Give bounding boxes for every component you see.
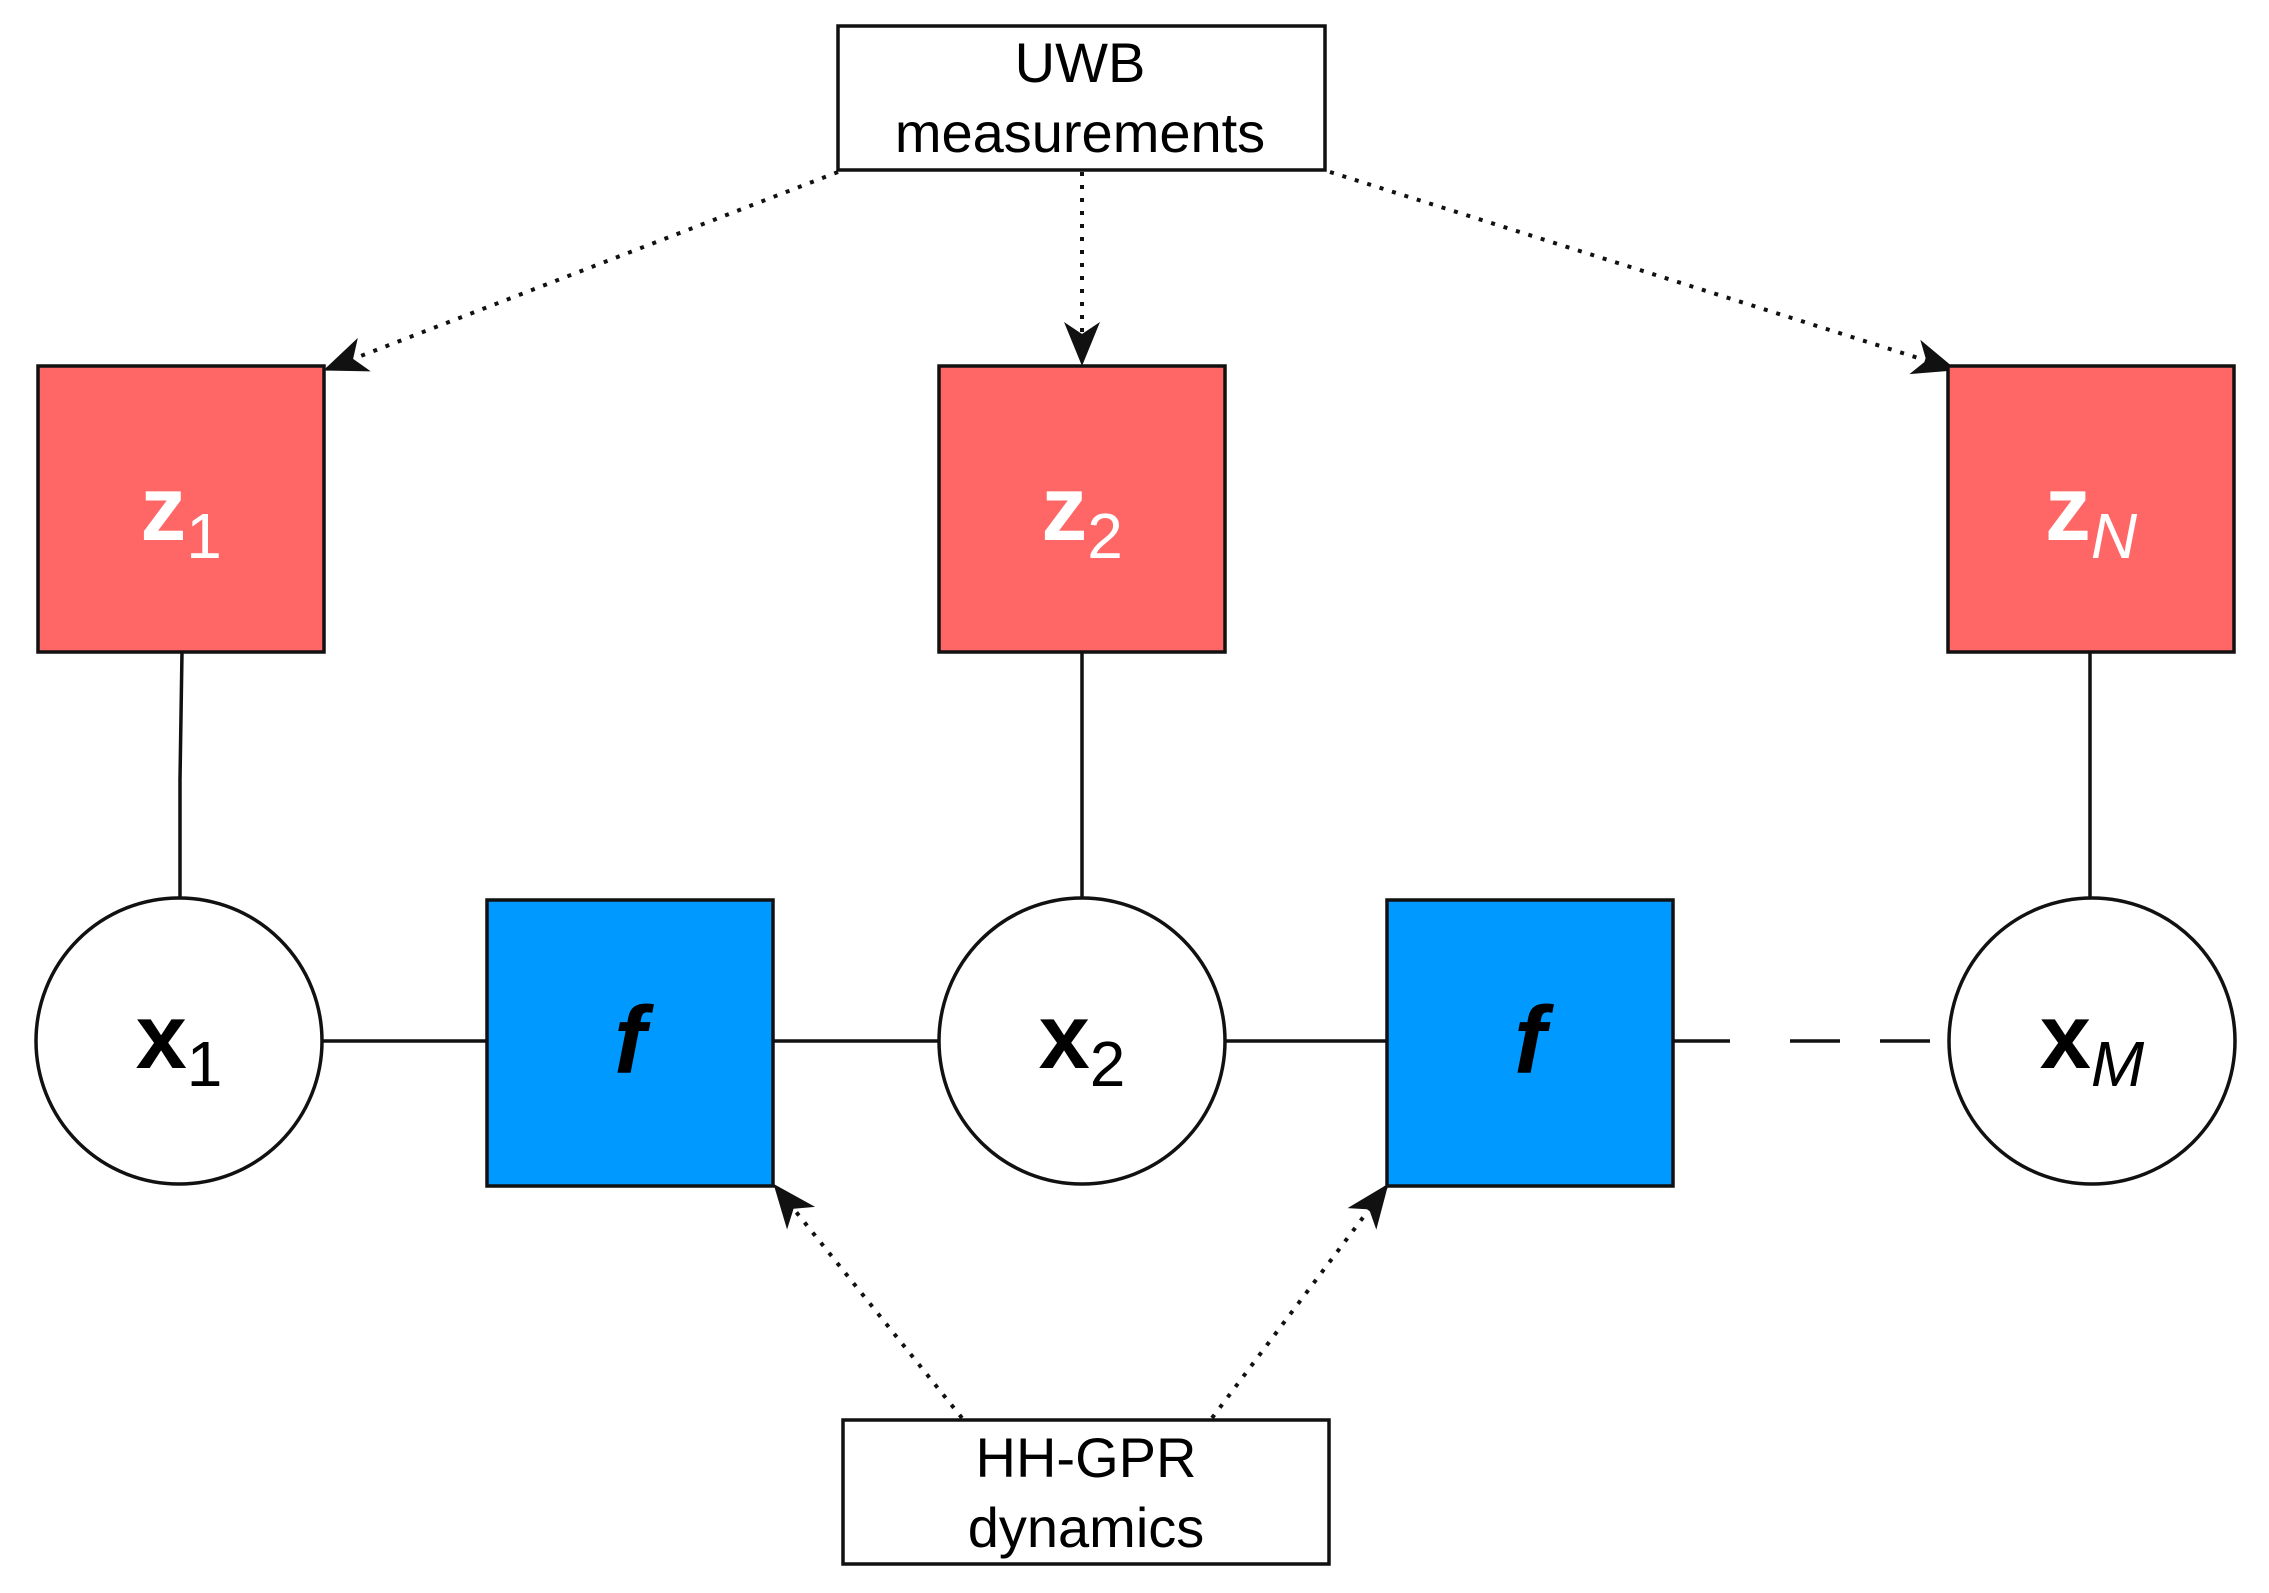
hhgpr-label-line1: HH-GPR <box>976 1426 1197 1489</box>
svg-text:z2: z2 <box>1041 458 1123 572</box>
measurement-node-zN: zN <box>1946 364 2236 654</box>
arrow-uwb-to-z1 <box>323 170 839 372</box>
xM-subscript: M <box>2091 1028 2145 1100</box>
measurement-node-zN-box <box>1946 364 2236 654</box>
uwb-label-line1: UWB <box>1015 31 1146 94</box>
svg-text:x1: x1 <box>136 986 223 1100</box>
hhgpr-dynamics-box: HH-GPR dynamics <box>841 1418 1331 1566</box>
measurement-node-z2-box <box>937 364 1227 654</box>
uwb-measurements-box: UWB measurements <box>836 24 1327 172</box>
arrow-hhgpr-to-f2 <box>1210 1183 1389 1420</box>
factor-node-f2: f <box>1385 898 1675 1188</box>
z2-subscript: 2 <box>1087 500 1123 572</box>
z2-symbol: z <box>1041 458 1087 560</box>
svg-text:x2: x2 <box>1039 986 1126 1100</box>
factor-node-f2-box <box>1385 898 1675 1188</box>
measurement-node-z1-box <box>36 364 326 654</box>
state-node-x1-circle <box>34 896 324 1186</box>
factor-node-f1: f <box>485 898 775 1188</box>
xM-symbol: x <box>2040 986 2091 1088</box>
zN-symbol: z <box>2045 458 2091 560</box>
svg-text:z1: z1 <box>140 458 222 572</box>
svg-text:zN: zN <box>2045 458 2138 572</box>
arrow-uwb-to-zN <box>1329 170 1957 375</box>
edge-z1-x1 <box>178 651 184 898</box>
x1-symbol: x <box>136 986 187 1088</box>
z1-subscript: 1 <box>186 500 222 572</box>
arrow-hhgpr-to-f1 <box>773 1183 964 1420</box>
uwb-label-line2: measurements <box>895 101 1265 164</box>
hhgpr-label-line2: dynamics <box>968 1496 1205 1559</box>
zN-subscript: N <box>2091 500 2138 572</box>
state-node-xM: xM <box>1947 896 2237 1186</box>
state-node-x1: x1 <box>34 896 324 1186</box>
measurement-node-z2: z2 <box>937 364 1227 654</box>
factor-node-f1-box <box>485 898 775 1188</box>
x1-subscript: 1 <box>187 1028 223 1100</box>
x2-symbol: x <box>1039 986 1090 1088</box>
measurement-node-z1: z1 <box>36 364 326 654</box>
state-node-x2: x2 <box>937 896 1227 1186</box>
state-node-x2-circle <box>937 896 1227 1186</box>
z1-symbol: z <box>140 458 186 560</box>
state-node-xM-circle <box>1947 896 2237 1186</box>
svg-text:xM: xM <box>2040 986 2145 1100</box>
x2-subscript: 2 <box>1090 1028 1126 1100</box>
